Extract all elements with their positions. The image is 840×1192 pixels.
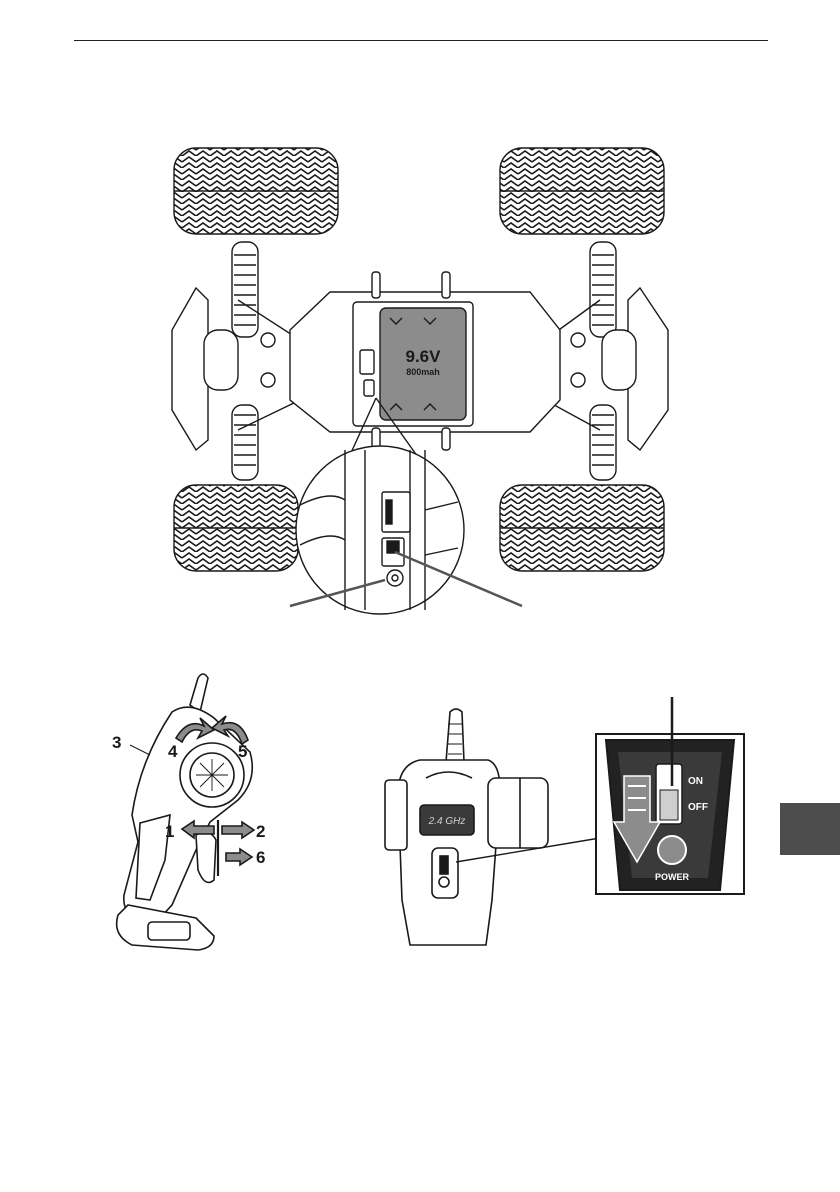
- power-off-label: OFF: [688, 802, 708, 813]
- power-switch-inset: [596, 697, 744, 894]
- callout-5: 5: [238, 742, 247, 761]
- callout-4: 4: [168, 742, 178, 761]
- bumper-front: [172, 288, 208, 450]
- transmitter-front-illustration: [385, 709, 600, 945]
- zoom-detail-circle: [296, 446, 464, 614]
- transmitter-band-label: 2.4 GHz: [428, 816, 466, 827]
- callout-3: 3: [112, 733, 121, 752]
- battery-voltage-label: 9.6V: [406, 347, 442, 366]
- transmitter-side-illustration: [117, 674, 254, 950]
- callout-2: 2: [256, 822, 265, 841]
- rc-car-chassis-illustration: [172, 148, 668, 614]
- power-button-label: POWER: [655, 872, 690, 882]
- callout-1: 1: [165, 822, 174, 841]
- callout-6: 6: [256, 848, 265, 867]
- power-on-label: ON: [688, 776, 703, 787]
- battery-capacity-label: 800mah: [406, 367, 440, 377]
